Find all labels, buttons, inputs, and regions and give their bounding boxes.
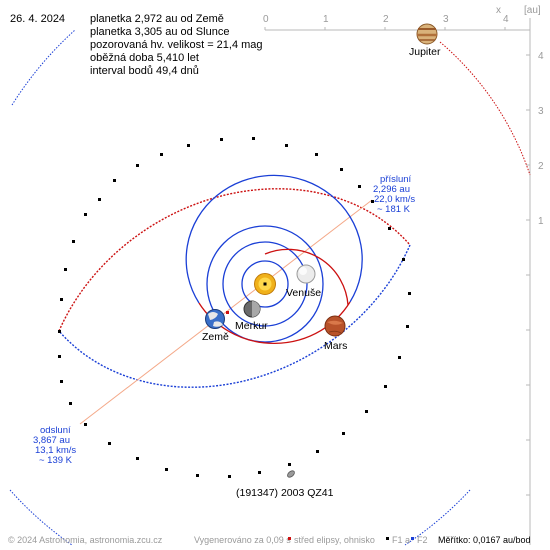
- info-line-2: planetka 3,305 au od Slunce: [90, 26, 229, 38]
- scale-axes: 0 1 2 3 4 x [au] 1 2 3 4: [263, 5, 544, 545]
- legend-f1-marker: [386, 537, 389, 540]
- x-tick-0: 0: [263, 14, 269, 25]
- venus-label: Venuše: [286, 287, 321, 299]
- perihelion-info: přísluní 2,296 au 22,0 km/s ~ 181 K: [373, 174, 415, 215]
- venus-orbit: [222, 241, 308, 327]
- jupiter-label: Jupiter: [409, 46, 441, 58]
- info-line-4: oběžná doba 5,410 let: [90, 52, 199, 64]
- legend-f1-text: F1 a: [392, 535, 410, 545]
- mercury-orbit: [241, 260, 289, 308]
- perihelion-temperature: ~ 181 K: [377, 204, 411, 215]
- asteroid-f1-marker: [226, 311, 229, 314]
- mars-orbit-red: [264, 248, 349, 306]
- aphelion-title: odsluní: [40, 425, 71, 436]
- orbit-below-ecliptic: [58, 244, 411, 388]
- perihelion-distance: 2,296 au: [373, 184, 410, 195]
- info-panel: planetka 2,972 au od Země planetka 3,305…: [90, 13, 263, 77]
- y-tick-3: 3: [538, 106, 544, 117]
- perihelion-title: přísluní: [380, 174, 412, 185]
- x-tick-4: 4: [503, 14, 509, 25]
- jupiter[interactable]: [416, 23, 438, 45]
- info-line-5: interval bodů 49,4 dnů: [90, 65, 199, 77]
- x-tick-3: 3: [443, 14, 449, 25]
- aphelion-speed: 13,1 km/s: [35, 445, 76, 456]
- mars[interactable]: [324, 315, 346, 337]
- axis-unit: [au]: [524, 5, 541, 16]
- mars-label: Mars: [324, 340, 347, 352]
- asteroid[interactable]: [286, 470, 295, 479]
- scale-text: Měřítko: 0,0167 au/bod: [438, 535, 531, 545]
- legend-f2-marker: [411, 537, 414, 540]
- x-tick-2: 2: [383, 14, 389, 25]
- jupiter-orbit: [9, 29, 531, 546]
- footer: © 2024 Astronomia, astronomia.zcu.cz Vyg…: [8, 535, 531, 545]
- x-axis-label: x: [496, 5, 501, 16]
- generated-time: Vygenerováno za 0,09 s: [194, 535, 291, 545]
- date-label: 26. 4. 2024: [10, 13, 65, 25]
- info-line-1: planetka 2,972 au od Země: [90, 13, 224, 25]
- earth[interactable]: [205, 309, 225, 329]
- legend-f2-text: F2: [417, 535, 428, 545]
- y-tick-4: 4: [538, 51, 544, 62]
- mercury-label: Merkur: [235, 320, 268, 332]
- info-line-3: pozorovaná hv. velikost = 21,4 mag: [90, 39, 263, 51]
- y-tick-2: 2: [538, 161, 544, 172]
- orbit-above-ecliptic: [58, 188, 411, 332]
- copyright-text: © 2024 Astronomia, astronomia.zcu.cz: [8, 535, 163, 545]
- mercury[interactable]: [243, 300, 261, 318]
- sun: [254, 273, 276, 295]
- aphelion-distance: 3,867 au: [33, 435, 70, 446]
- venus[interactable]: [296, 264, 316, 284]
- earth-orbit: [206, 225, 324, 343]
- legend-center-text: střed elipsy, ohnisko: [294, 535, 375, 545]
- aphelion-info: odsluní 3,867 au 13,1 km/s ~ 139 K: [33, 425, 76, 466]
- aphelion-temperature: ~ 139 K: [39, 455, 73, 466]
- perihelion-speed: 22,0 km/s: [374, 194, 415, 205]
- x-tick-1: 1: [323, 14, 329, 25]
- earth-label: Země: [202, 331, 229, 343]
- legend-center-marker: [288, 537, 291, 540]
- mars-orbit-upper: [185, 174, 363, 304]
- asteroid-label: (191347) 2003 QZ41: [236, 487, 334, 499]
- asteroid-orbit: [58, 137, 411, 478]
- y-tick-1: 1: [538, 216, 544, 227]
